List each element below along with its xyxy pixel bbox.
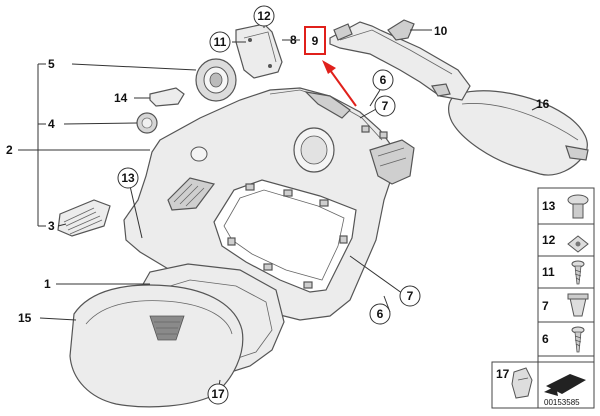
clip-17-icon xyxy=(511,367,533,399)
highlight-part-9 xyxy=(304,26,357,107)
part-3-vent-grille xyxy=(57,199,111,237)
part-12-cover-plate xyxy=(235,23,283,79)
callout-4: 4 xyxy=(48,117,55,131)
callout-11: 11 xyxy=(214,35,227,49)
callout-5: 5 xyxy=(48,57,55,71)
legend-number-13: 13 xyxy=(542,199,556,213)
legend-number-7: 7 xyxy=(542,299,549,313)
part-16-cover xyxy=(448,90,589,176)
callout-14: 14 xyxy=(114,91,128,105)
part-14-cap xyxy=(149,87,185,107)
screw-icon xyxy=(571,260,585,285)
callout-1: 1 xyxy=(44,277,51,291)
part-2-side-trim-panel xyxy=(123,87,415,321)
callout-17: 17 xyxy=(211,387,225,401)
part-5-grommet xyxy=(195,58,237,102)
clip-13-icon xyxy=(567,194,589,219)
diagram-id: 00153585 xyxy=(544,398,580,407)
callout-9: 9 xyxy=(312,34,319,48)
callout-7-lower: 7 xyxy=(407,289,414,303)
callout-15: 15 xyxy=(18,311,32,325)
callout-10: 10 xyxy=(434,24,448,38)
callout-13: 13 xyxy=(121,171,135,185)
callout-8: 8 xyxy=(290,33,297,47)
screw-icon-6 xyxy=(571,326,585,353)
callout-2: 2 xyxy=(6,143,13,157)
expansion-rivet-icon xyxy=(567,293,589,317)
callout-3: 3 xyxy=(48,219,55,233)
part-10-clip xyxy=(387,19,415,41)
callout-labels: 12 11 6 7 13 7 6 17 5 4 3 2 14 8 9 10 16… xyxy=(6,5,550,405)
callout-16: 16 xyxy=(536,97,550,111)
legend-number-6: 6 xyxy=(542,332,549,346)
part-9-trim-strip xyxy=(329,21,471,101)
nut-clip-icon xyxy=(567,235,589,253)
part-15-cover-lid xyxy=(69,284,244,408)
callout-6-lower: 6 xyxy=(377,307,384,321)
legend-number-11: 11 xyxy=(542,265,555,279)
legend-bottom-row: 17 xyxy=(491,361,595,409)
legend-number-17: 17 xyxy=(496,367,510,381)
callout-7-upper: 7 xyxy=(382,99,389,113)
legend-number-12: 12 xyxy=(542,233,556,247)
callout-6-upper: 6 xyxy=(380,73,387,87)
diagram-arrow-icon xyxy=(544,374,586,396)
callout-12: 12 xyxy=(257,9,271,23)
part-4-button xyxy=(136,112,158,134)
